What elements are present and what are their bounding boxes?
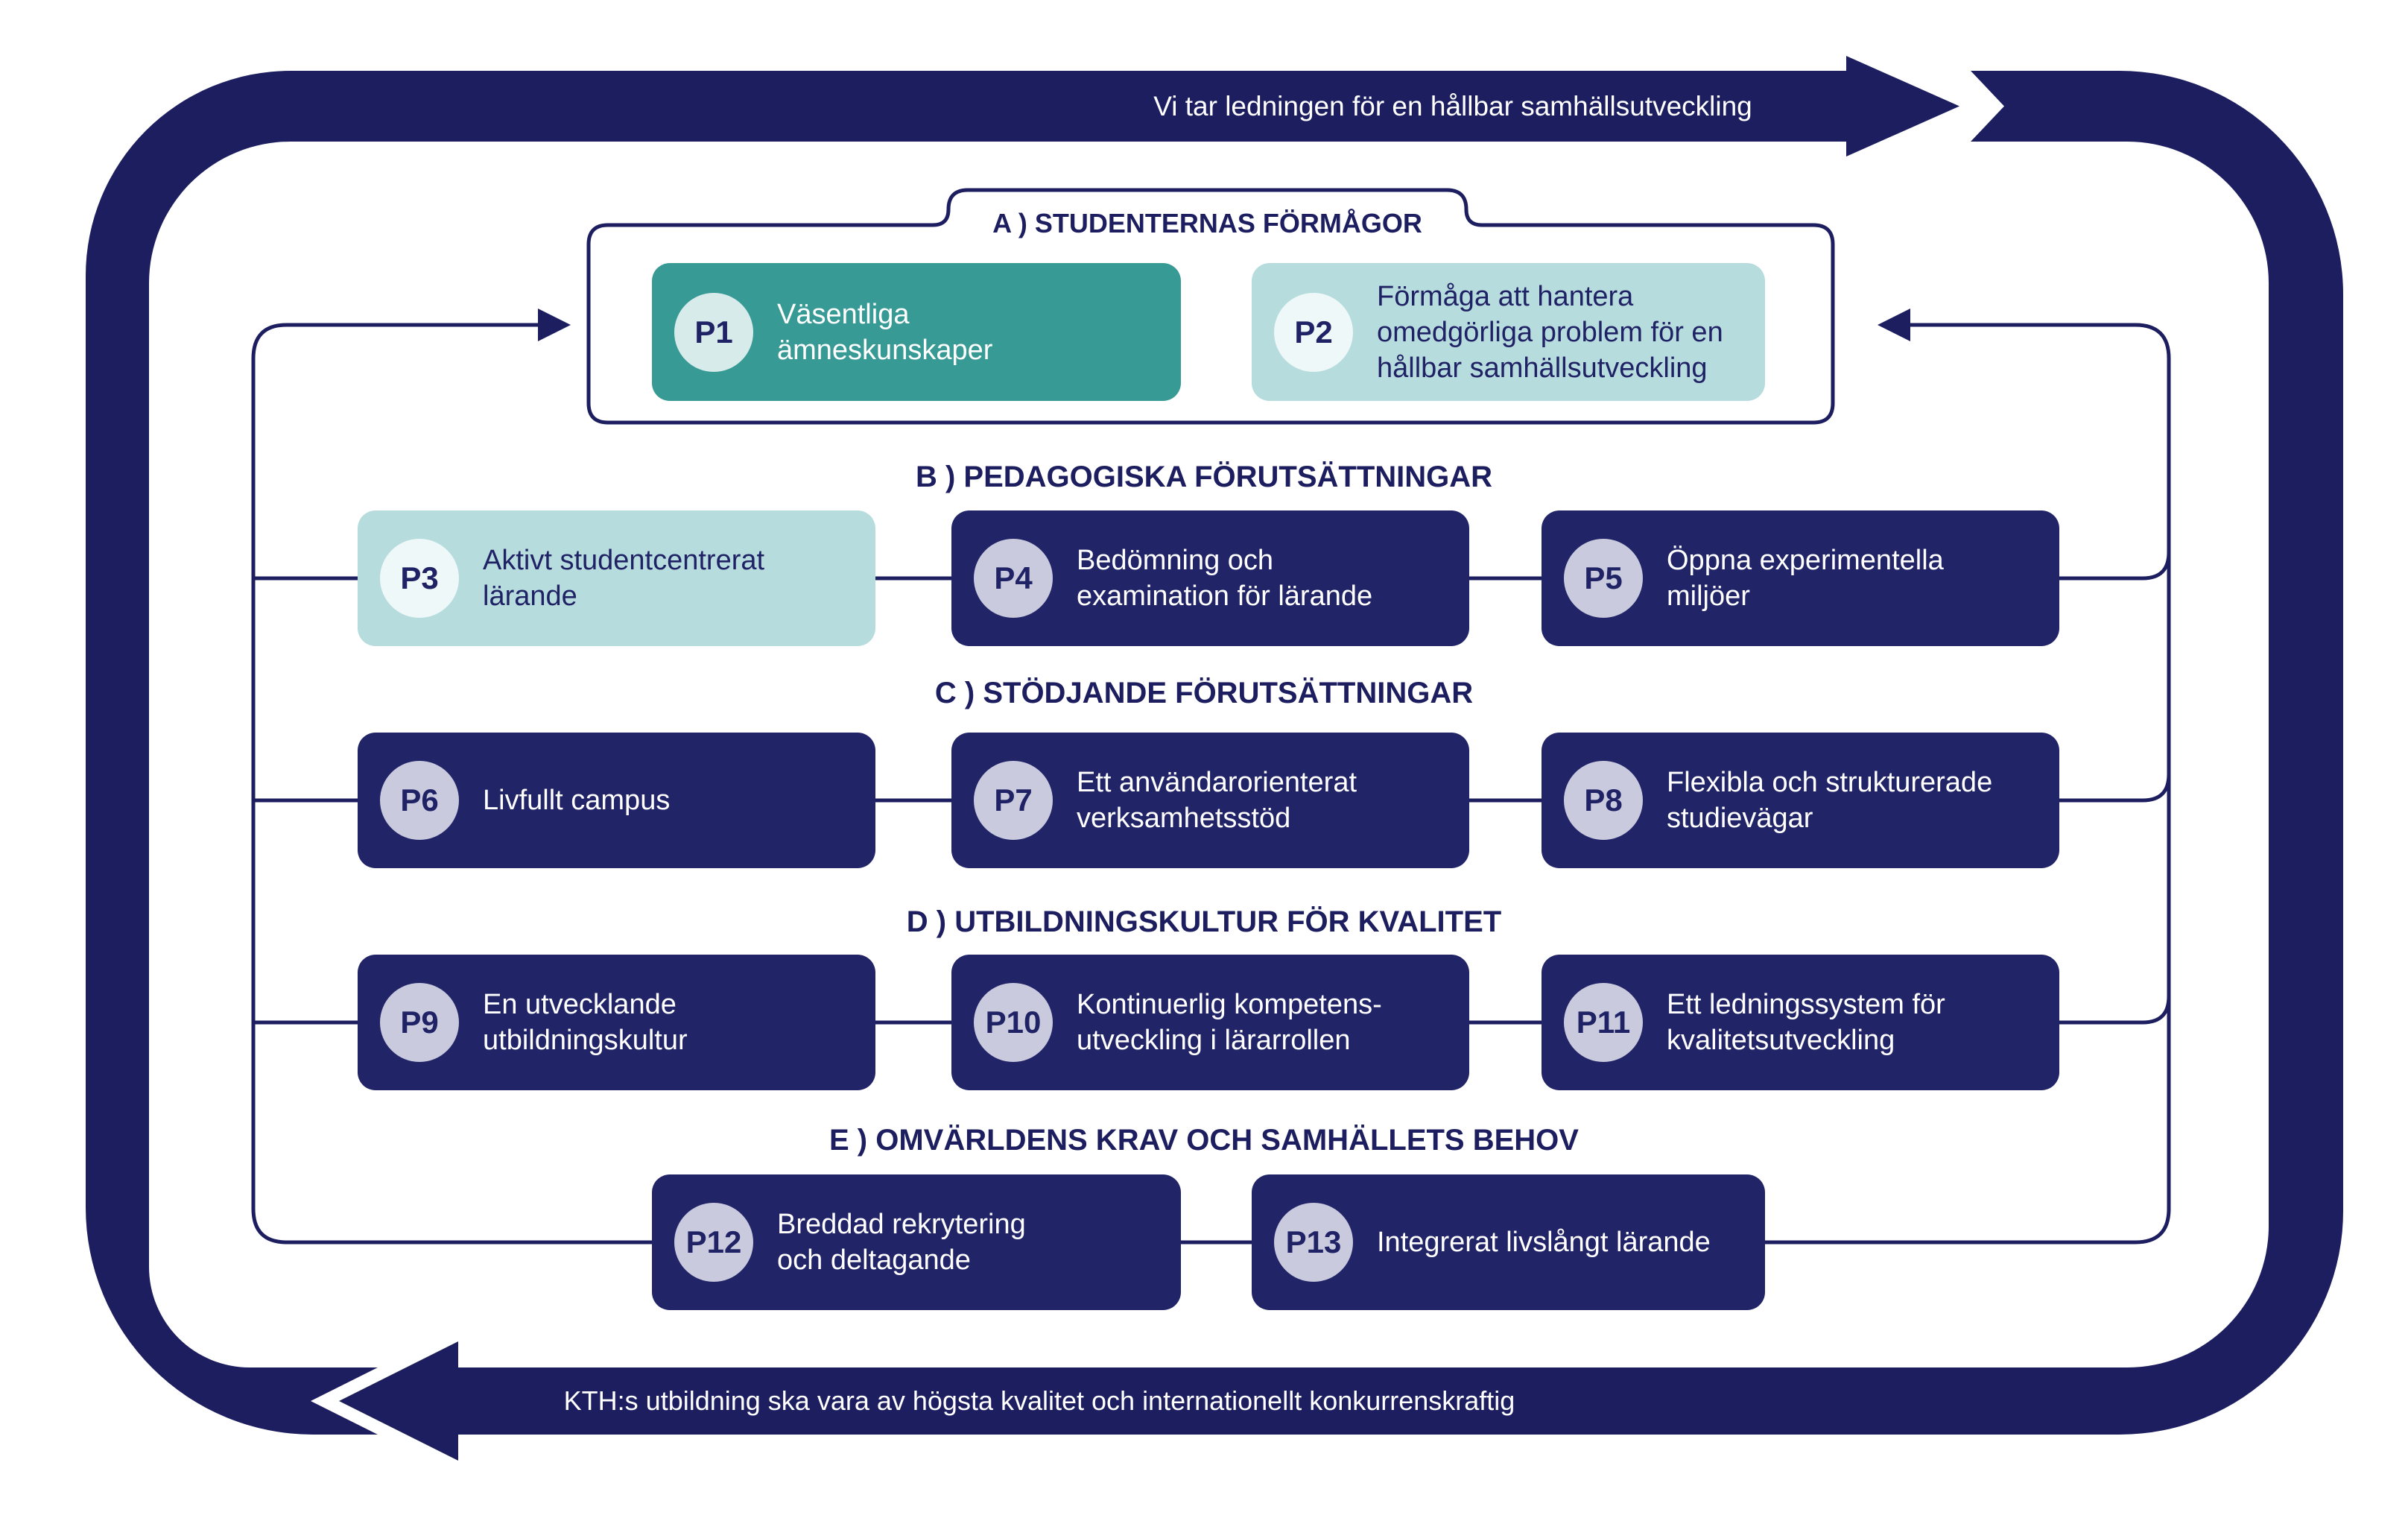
principle-id: P10 bbox=[985, 1005, 1042, 1040]
principle-badge-p10: P10 bbox=[974, 983, 1053, 1062]
principle-label-p2: Förmåga att hantera omedgörliga problem … bbox=[1377, 280, 1723, 384]
section-e-heading: E ) OMVÄRLDENS KRAV OCH SAMHÄLLETS BEHOV bbox=[829, 1123, 1579, 1157]
principle-badge-p5: P5 bbox=[1564, 539, 1643, 618]
principle-label-p4: Bedömning och examination för lärande bbox=[1077, 545, 1373, 612]
principle-box-p8: P8 Flexibla och strukturerade studieväga… bbox=[1542, 733, 2059, 868]
section-a-heading: A ) STUDENTERNAS FÖRMÅGOR bbox=[992, 208, 1422, 238]
principle-box-p10: P10 Kontinuerlig kompetens- utveckling i… bbox=[951, 955, 1469, 1090]
principle-badge-p13: P13 bbox=[1274, 1203, 1353, 1282]
principle-box-p13: P13 Integrerat livslångt lärande bbox=[1252, 1174, 1765, 1310]
principle-id: P12 bbox=[685, 1224, 742, 1259]
principle-label-p12: Breddad rekrytering och deltagande bbox=[777, 1209, 1026, 1276]
principle-id: P3 bbox=[400, 560, 439, 595]
thin-arrow-left-icon bbox=[1878, 309, 1910, 341]
bottom-banner-text: KTH:s utbildning ska vara av högsta kval… bbox=[563, 1385, 1515, 1416]
principle-id: P9 bbox=[400, 1005, 439, 1040]
principle-label-p8: Flexibla och strukturerade studievägar bbox=[1667, 767, 1993, 834]
principle-label-p5: Öppna experimentella miljöer bbox=[1667, 545, 1944, 612]
principle-id: P7 bbox=[994, 782, 1033, 818]
principle-badge-p6: P6 bbox=[380, 761, 459, 840]
principle-label-p3: Aktivt studentcentrerat lärande bbox=[483, 545, 765, 612]
left-rail-line bbox=[251, 323, 652, 1245]
principle-id: P1 bbox=[694, 314, 733, 350]
principle-id: P5 bbox=[1584, 560, 1623, 595]
principle-box-p11: P11 Ett ledningssystem för kvalitetsutve… bbox=[1542, 955, 2059, 1090]
principle-badge-p1: P1 bbox=[674, 292, 753, 372]
principle-label-p10: Kontinuerlig kompetens- utveckling i lär… bbox=[1077, 989, 1382, 1056]
principle-box-p1: P1 Väsentliga ämneskunskaper bbox=[652, 263, 1181, 401]
section-b-heading: B ) PEDAGOGISKA FÖRUTSÄTTNINGAR bbox=[915, 460, 1493, 493]
principle-id: P2 bbox=[1294, 314, 1333, 350]
principle-box-p5: P5 Öppna experimentella miljöer bbox=[1542, 510, 2059, 646]
principle-label-p11: Ett ledningssystem för kvalitetsutveckli… bbox=[1667, 989, 1945, 1056]
principle-badge-p3: P3 bbox=[380, 539, 459, 618]
principle-id: P11 bbox=[1576, 1005, 1631, 1040]
principle-label-p13: Integrerat livslångt lärande bbox=[1377, 1227, 1711, 1258]
right-rail-branch-b bbox=[2059, 551, 2171, 581]
principle-label-p9: En utvecklande utbildningskultur bbox=[483, 989, 688, 1056]
principle-box-p7: P7 Ett användarorienterat verksamhetsstö… bbox=[951, 733, 1469, 868]
principle-label-p6: Livfullt campus bbox=[483, 785, 671, 816]
principle-label-p7: Ett användarorienterat verksamhetsstöd bbox=[1077, 767, 1357, 834]
top-banner-text: Vi tar ledningen för en hållbar samhälls… bbox=[1153, 90, 1752, 121]
principle-label-p1: Väsentliga ämneskunskaper bbox=[777, 298, 993, 366]
thin-arrow-right-icon bbox=[538, 309, 571, 341]
principle-badge-p4: P4 bbox=[974, 539, 1053, 618]
section-d-heading: D ) UTBILDNINGSKULTUR FÖR KVALITET bbox=[906, 905, 1502, 938]
principle-badge-p11: P11 bbox=[1564, 983, 1643, 1062]
principle-badge-p9: P9 bbox=[380, 983, 459, 1062]
principle-id: P4 bbox=[994, 560, 1033, 595]
principle-badge-p12: P12 bbox=[674, 1203, 753, 1282]
right-rail-branch-c bbox=[2059, 774, 2171, 803]
principle-box-p4: P4 Bedömning och examination för lärande bbox=[951, 510, 1469, 646]
principle-box-p9: P9 En utvecklande utbildningskultur bbox=[358, 955, 875, 1090]
right-rail-branch-d bbox=[2059, 996, 2171, 1025]
principle-id: P13 bbox=[1285, 1224, 1342, 1259]
principle-badge-p2: P2 bbox=[1274, 292, 1353, 372]
principle-id: P6 bbox=[400, 782, 439, 818]
section-c-heading: C ) STÖDJANDE FÖRUTSÄTTNINGAR bbox=[934, 676, 1474, 709]
principle-box-p12: P12 Breddad rekrytering och deltagande bbox=[652, 1174, 1181, 1310]
principle-badge-p7: P7 bbox=[974, 761, 1053, 840]
principle-badge-p8: P8 bbox=[1564, 761, 1643, 840]
principle-box-p2: P2 Förmåga att hantera omedgörliga probl… bbox=[1252, 263, 1765, 401]
principle-box-p6: P6 Livfullt campus bbox=[358, 733, 875, 868]
principle-box-p3: P3 Aktivt studentcentrerat lärande bbox=[358, 510, 875, 646]
principle-id: P8 bbox=[1584, 782, 1623, 818]
